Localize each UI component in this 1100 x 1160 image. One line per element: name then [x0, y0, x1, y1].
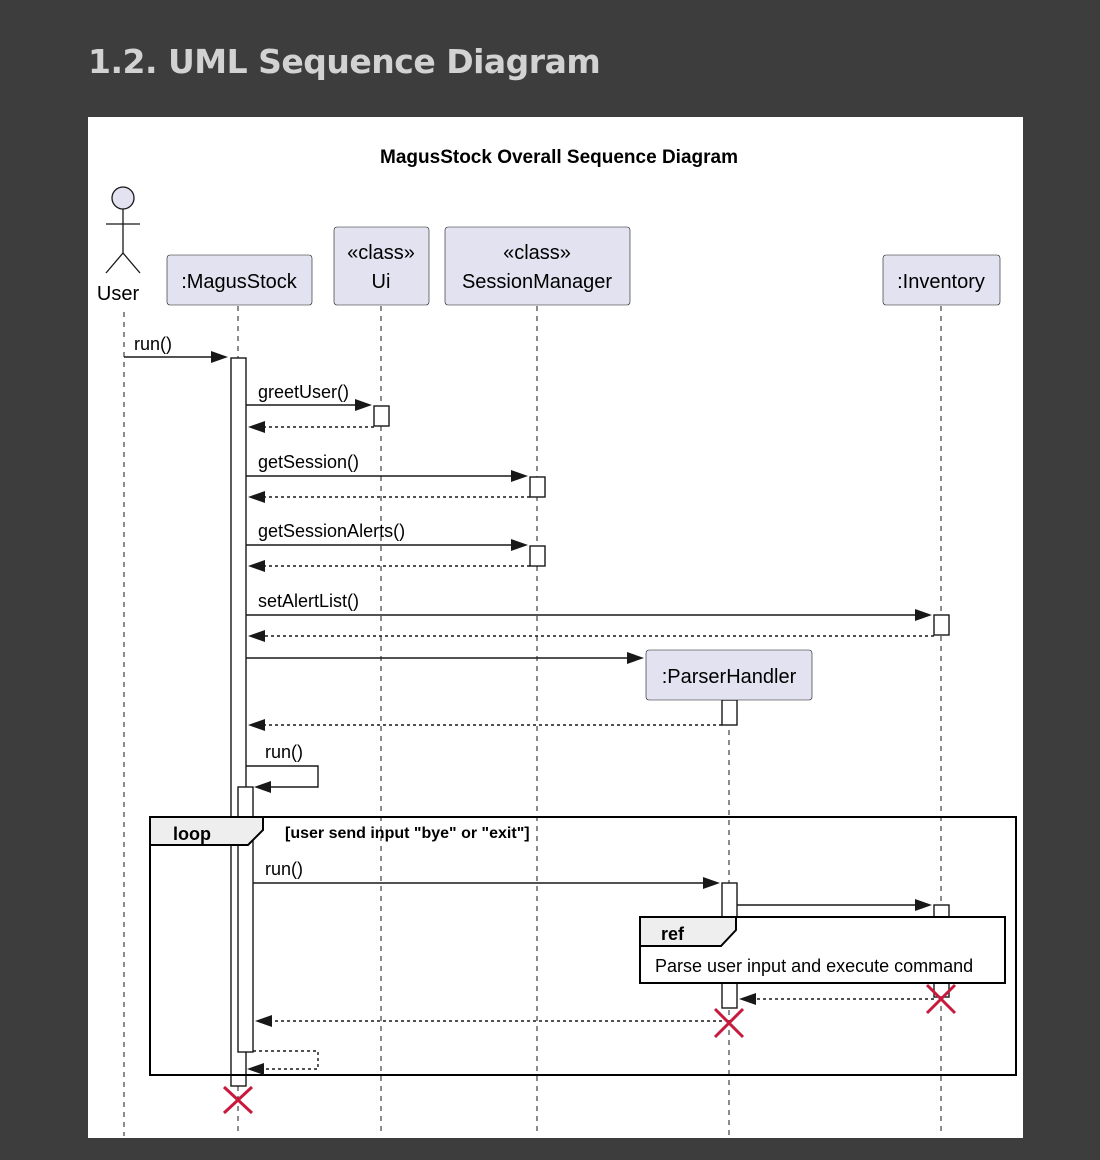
msg-getsessionalerts: getSessionAlerts() — [246, 521, 528, 551]
destroy-inventory — [925, 983, 957, 1015]
return-inventory-to-parser — [739, 993, 934, 1005]
activation-parser-1 — [721, 699, 738, 726]
return-setalertlist — [248, 630, 934, 642]
msg-greetuser: greetUser() — [246, 382, 372, 411]
destroy-magusstock — [222, 1085, 254, 1115]
return-create-parserhandler — [248, 719, 722, 731]
diagram-title: MagusStock Overall Sequence Diagram — [380, 147, 738, 168]
activation-session-1 — [529, 476, 546, 498]
msg-self-run: run() — [246, 742, 319, 793]
return-greetuser — [248, 421, 374, 433]
participant-inventory: :Inventory — [882, 254, 1001, 306]
participant-ui-label: Ui — [372, 271, 391, 293]
return-getsessionalerts — [248, 560, 530, 572]
participant-parserhandler: :ParserHandler — [645, 649, 813, 701]
msg-run: run() — [124, 334, 228, 363]
msg-create-parserhandler — [246, 652, 644, 664]
participant-sessionmanager-label: SessionManager — [462, 271, 612, 293]
activation-ui — [373, 405, 390, 427]
activation-magusstock-nested — [237, 786, 254, 1053]
svg-text:setAlertList(): setAlertList() — [258, 591, 359, 611]
ref-fragment: ref Parse user input and execute command — [639, 916, 1006, 984]
return-self-run — [247, 1050, 319, 1075]
return-getsession — [248, 491, 530, 503]
msg-setalertlist: setAlertList() — [246, 591, 932, 621]
sessionmanager-stereotype: «class» — [503, 242, 571, 264]
participant-magusstock: :MagusStock — [166, 254, 313, 306]
activation-inventory-1 — [933, 614, 950, 636]
svg-text:getSessionAlerts(): getSessionAlerts() — [258, 521, 405, 541]
msg-parser-to-inventory — [737, 899, 932, 911]
participant-parserhandler-label: :ParserHandler — [662, 666, 797, 688]
loop-guard: [user send input "bye" or "exit"] — [285, 825, 530, 842]
return-parser-to-magusstock — [255, 1015, 722, 1027]
participant-sessionmanager: «class» SessionManager — [444, 226, 631, 306]
loop-label: loop — [173, 824, 211, 844]
diagram-canvas: MagusStock Overall Sequence Diagram User… — [97, 147, 1017, 1136]
svg-text:run(): run() — [265, 742, 303, 762]
actor-head — [111, 186, 135, 210]
sequence-diagram: MagusStock Overall Sequence Diagram User… — [88, 117, 1023, 1138]
section-heading: 1.2. UML Sequence Diagram — [88, 42, 601, 81]
participant-magusstock-label: :MagusStock — [181, 271, 298, 293]
svg-text:getSession(): getSession() — [258, 452, 359, 472]
loop-fragment: loop [user send input "bye" or "exit"] — [149, 816, 1017, 1076]
ref-label: ref — [661, 924, 685, 944]
participant-ui: «class» Ui — [333, 226, 430, 306]
svg-text:greetUser(): greetUser() — [258, 382, 349, 402]
svg-text:run(): run() — [134, 334, 172, 354]
participant-inventory-label: :Inventory — [897, 271, 985, 293]
destroy-parserhandler — [713, 1007, 745, 1039]
actor-user: User — [97, 186, 141, 305]
actor-user-label: User — [97, 283, 140, 305]
svg-text:run(): run() — [265, 859, 303, 879]
msg-getsession: getSession() — [246, 452, 528, 482]
activation-session-2 — [529, 545, 546, 567]
ui-stereotype: «class» — [347, 242, 415, 264]
ref-text: Parse user input and execute command — [655, 956, 973, 976]
msg-loop-run: run() — [253, 859, 720, 889]
